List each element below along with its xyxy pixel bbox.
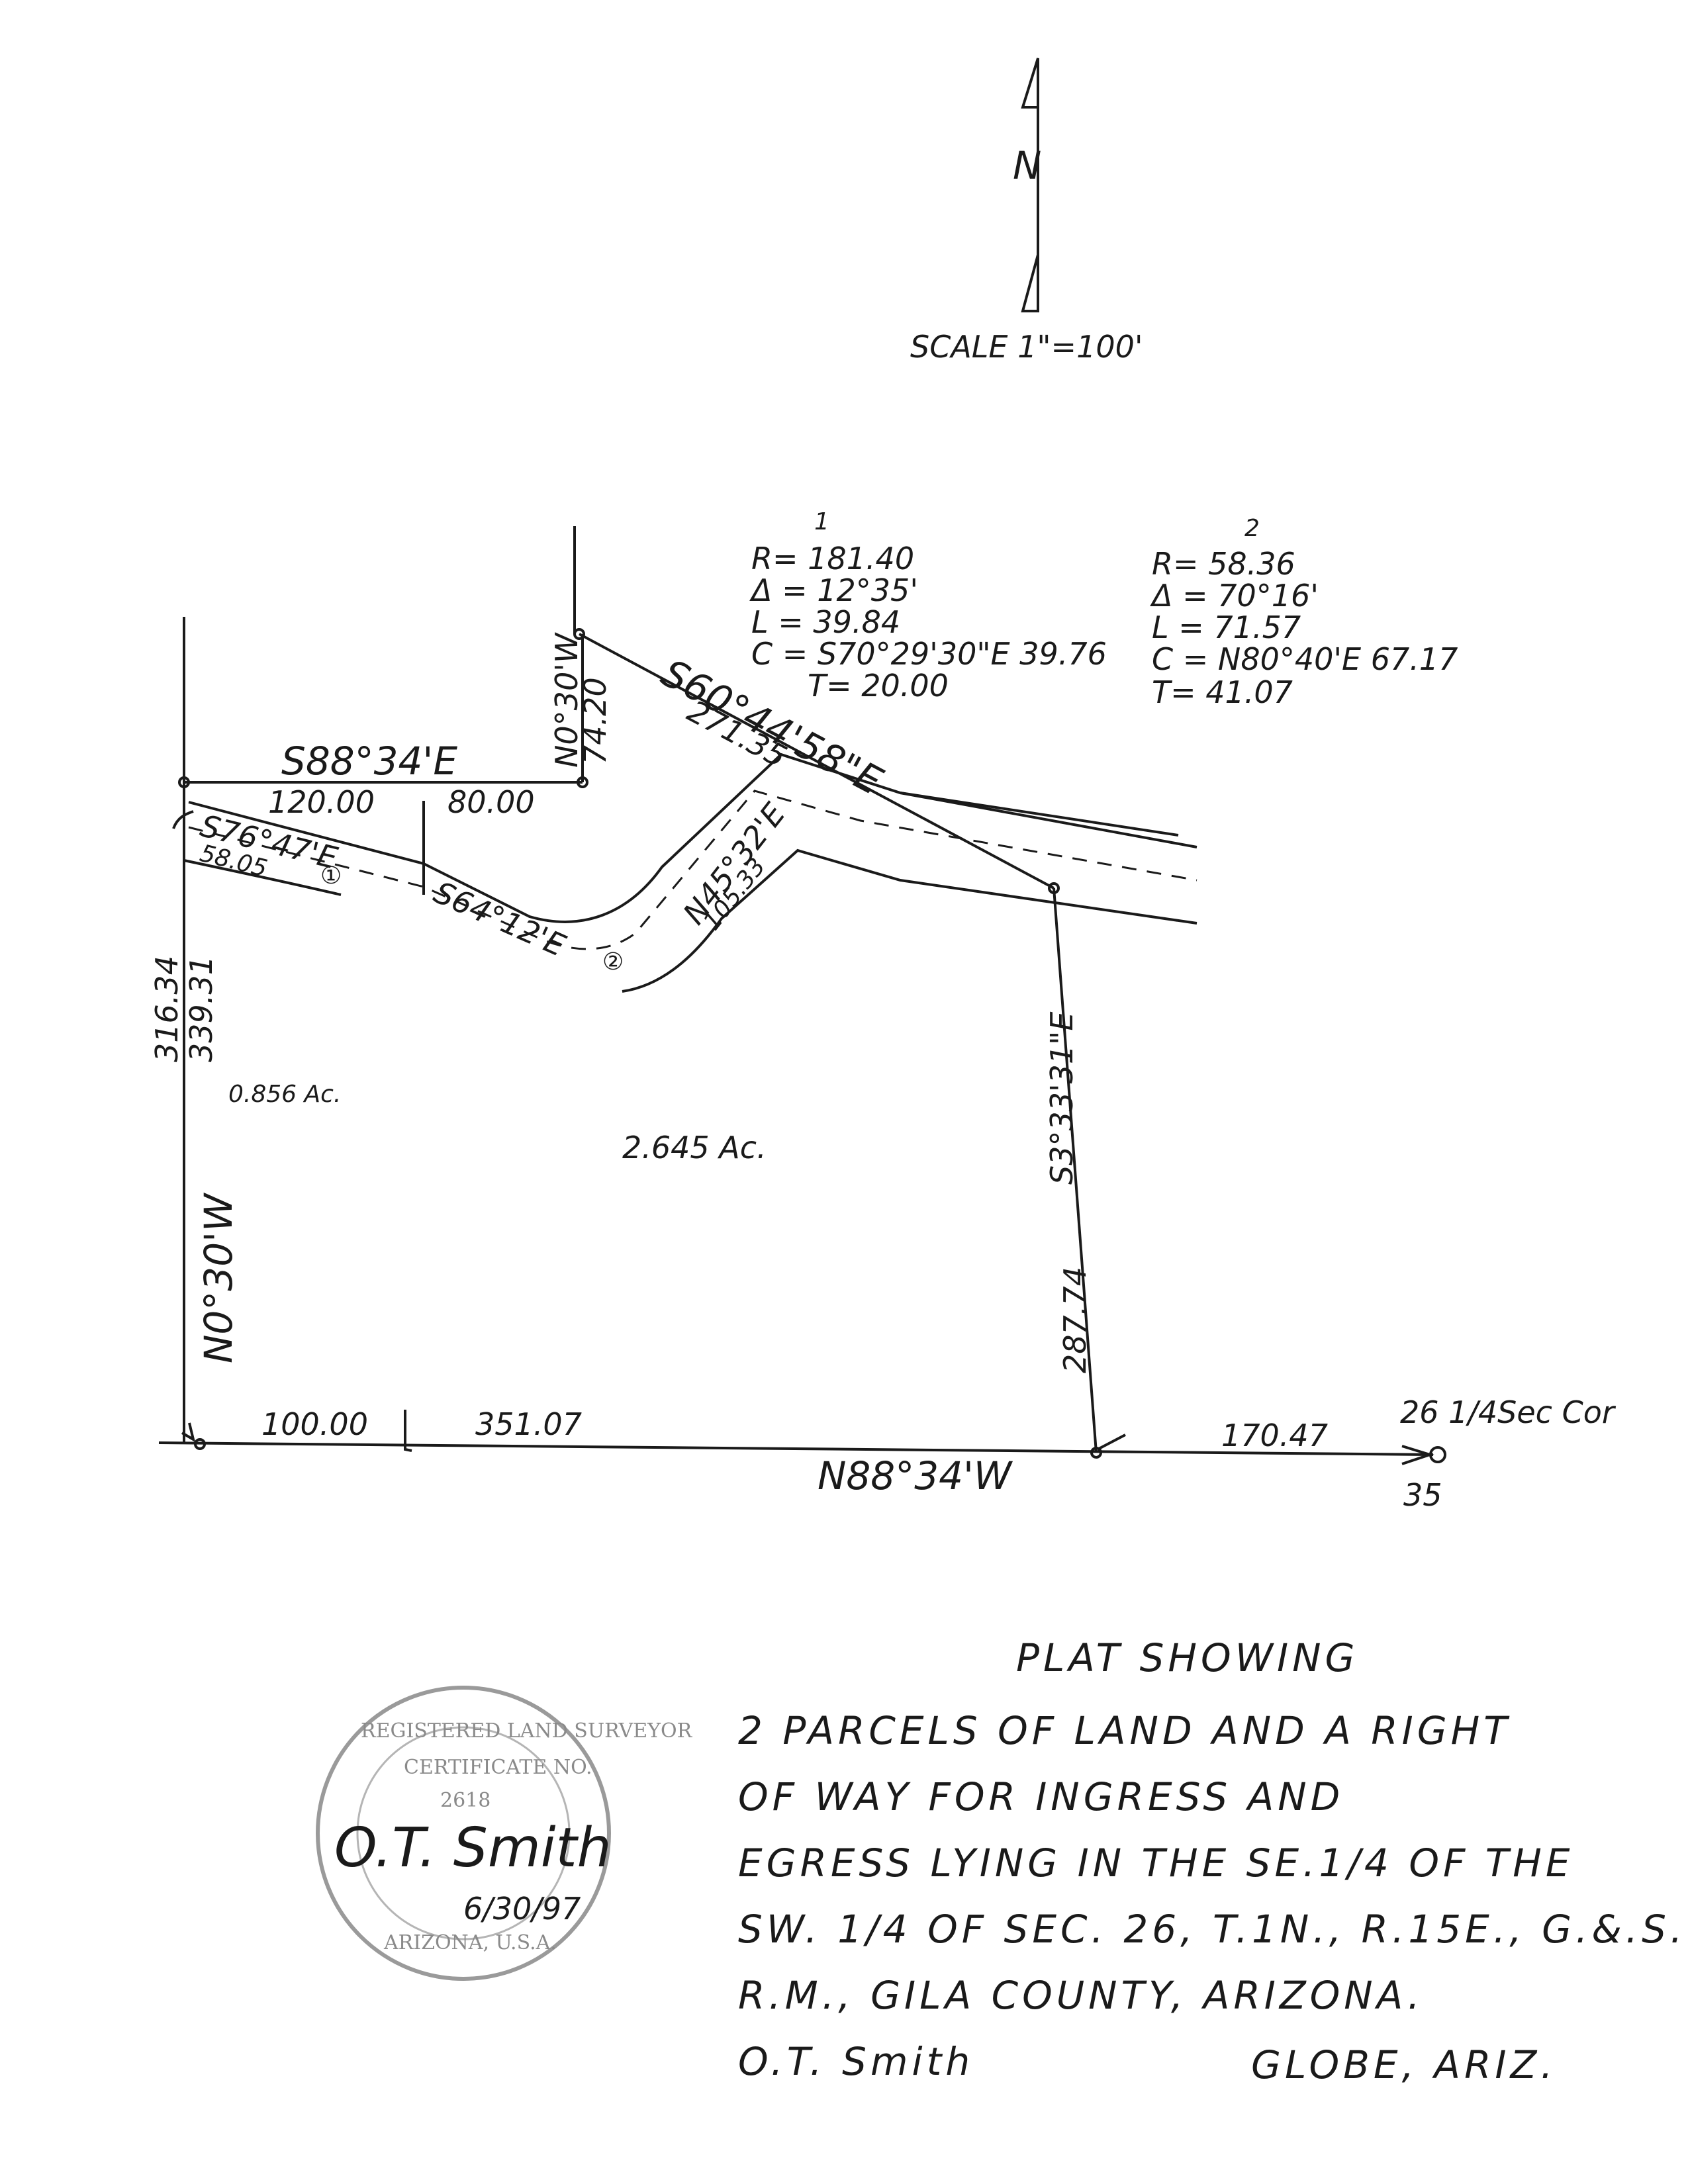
surveyor-seal: REGISTERED LAND SURVEYOR CERTIFICATE NO.…	[316, 1686, 693, 1981]
curve-2-chord: C = N80°40'E 67.17	[1152, 641, 1458, 677]
curve-2-id: 2	[1244, 515, 1260, 542]
seal-outer-ring	[316, 1686, 611, 1981]
seal-date: 6/30/97	[463, 1891, 581, 1927]
curve-2-length: L = 71.57	[1152, 610, 1301, 645]
seal-cert-text: CERTIFICATE NO.	[404, 1756, 592, 1779]
row-upper-edge	[188, 752, 1179, 923]
surveyor-location: GLOBE, ARIZ.	[1251, 2042, 1557, 2087]
north-arrow-head	[1021, 58, 1039, 109]
west-distance-1: 316.34	[149, 956, 185, 1062]
scale-label: SCALE 1"=100'	[910, 329, 1143, 365]
seal-inner-ring	[356, 1726, 571, 1940]
north-line-distance-1: 120.00	[268, 784, 375, 820]
east-line-bearing: S3°33'31"E	[1044, 1012, 1080, 1185]
curve-1-delta: Δ = 12°35'	[749, 572, 918, 608]
parcel-boundaries	[158, 526, 1446, 1465]
curve-1-marker: ①	[320, 862, 342, 889]
quarter-corner-arrow	[1401, 1445, 1434, 1465]
monument-ne	[573, 628, 585, 640]
title-line-4: SW. 1/4 OF SEC. 26, T.1N., R.15E., G.&.S…	[738, 1907, 1686, 1952]
title-heading: PLAT SHOWING	[1016, 1635, 1358, 1680]
title-block: PLAT SHOWING 2 PARCELS OF LAND AND A RIG…	[738, 1635, 1686, 2087]
south-boundary	[158, 1441, 1434, 1456]
seal-signature: O.T. Smith	[334, 1817, 612, 1880]
seal-ring-text: REGISTERED LAND SURVEYOR	[361, 1719, 693, 1743]
curve-2-tangent: T= 41.07	[1152, 674, 1293, 710]
se-arrow	[1097, 1433, 1126, 1451]
south-distance-1: 100.00	[261, 1406, 368, 1442]
north-line-distance-2: 80.00	[447, 784, 535, 820]
curve-1-chord: C = S70°29'30"E 39.76	[751, 636, 1107, 672]
monument-nw	[178, 776, 190, 788]
title-line-5: R.M., GILA COUNTY, ARIZONA.	[738, 1973, 1424, 2018]
west-parcel-area: 0.856 Ac.	[228, 1081, 341, 1108]
quarter-corner-label: 26 1/4Sec Cor	[1400, 1394, 1617, 1430]
curve-1-radius: R= 181.40	[751, 541, 914, 576]
jog-distance: 74.20	[577, 677, 613, 764]
curve-1-id: 1	[814, 508, 829, 535]
south-distance-2: 351.07	[475, 1406, 582, 1442]
sw-arrow	[181, 1422, 196, 1443]
start-arrow	[172, 810, 194, 829]
seal-number: 2618	[440, 1789, 491, 1812]
west-line-bearing: N0°30'W	[196, 1192, 241, 1363]
row-north-edge	[900, 792, 1197, 848]
curve-2-radius: R= 58.36	[1152, 546, 1295, 582]
northeast-boundary	[579, 633, 1055, 889]
north-line-bearing: S88°34'E	[281, 739, 457, 784]
curve-table-2: 2 R= 58.36 Δ = 70°16' L = 71.57 C = N80°…	[1150, 515, 1458, 710]
title-line-1: 2 PARCELS OF LAND AND A RIGHT	[738, 1708, 1511, 1753]
monument-sw	[194, 1438, 206, 1450]
curve-2-delta: Δ = 70°16'	[1150, 578, 1319, 614]
quarter-corner-section: 35	[1403, 1477, 1442, 1513]
north-label: N	[1013, 143, 1041, 188]
curve-table-1: 1 R= 181.40 Δ = 12°35' L = 39.84 C = S70…	[749, 508, 1107, 704]
east-parcel-area: 2.645 Ac.	[622, 1130, 767, 1165]
title-line-3: EGRESS LYING IN THE SE.1/4 OF THE	[738, 1841, 1573, 1886]
south-distance-3: 170.47	[1221, 1418, 1328, 1453]
surveyor-name: O.T. Smith	[738, 2039, 974, 2084]
curve-1-length: L = 39.84	[751, 604, 900, 640]
monument-se	[1090, 1447, 1102, 1459]
jog-bearing: N0°30'W	[549, 632, 585, 768]
west-distance-2: 339.31	[183, 956, 219, 1062]
boundary-annotations: S88°34'E 120.00 80.00 N0°30'W 74.20 S60°…	[149, 632, 1617, 1513]
south-line-bearing: N88°34'W	[818, 1453, 1013, 1498]
east-line-distance: 287.74	[1057, 1267, 1093, 1373]
parcel-corner-tick	[404, 1410, 412, 1452]
row-bearing-2: S64°12'E	[429, 874, 571, 964]
row-lower-edge-west	[183, 859, 342, 896]
seal-state: ARIZONA, U.S.A.	[383, 1931, 557, 1954]
curve-2-marker: ②	[602, 948, 624, 976]
monument-jog	[577, 776, 588, 788]
north-arrow-tail	[1021, 254, 1039, 312]
title-line-2: OF WAY FOR INGRESS AND	[738, 1774, 1344, 1819]
north-arrow: N	[1013, 58, 1041, 312]
row-lower-edge	[622, 848, 1197, 993]
right-of-way	[183, 752, 1197, 993]
east-boundary	[1053, 887, 1098, 1453]
curve-1-tangent: T= 20.00	[808, 668, 949, 704]
monument-east	[1048, 882, 1060, 894]
